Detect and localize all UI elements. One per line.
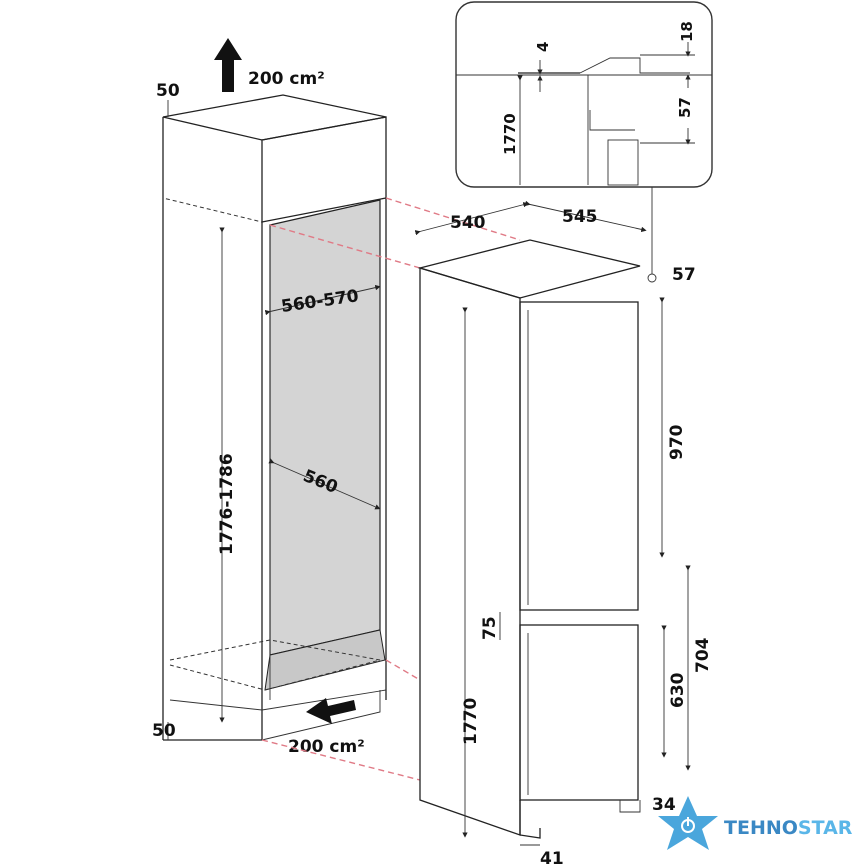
bottom-clearance-label: 50 bbox=[152, 721, 176, 741]
fridge-side bbox=[419, 267, 521, 836]
inset-top-thickness-label: 18 bbox=[678, 21, 696, 42]
lower-section-label: 704 bbox=[693, 637, 713, 673]
top-box-top bbox=[162, 94, 387, 141]
upper-door-label: 970 bbox=[667, 424, 687, 460]
bottom-vent-label: 200 cm² bbox=[288, 737, 365, 757]
total-height-label: 1770 bbox=[461, 698, 481, 745]
logo-text-part1: TEHNO bbox=[724, 817, 798, 839]
plinth-depth-label: 41 bbox=[540, 849, 564, 866]
detail-inset: 4 18 57 1770 bbox=[455, 1, 713, 188]
inset-height-label: 1770 bbox=[501, 113, 519, 155]
refrigerator: 540 545 57 970 75 1770 704 630 34 41 bbox=[414, 185, 713, 866]
top-vent-label: 200 cm² bbox=[248, 69, 325, 89]
tehnostar-logo: TEHNOSTAR bbox=[658, 796, 853, 850]
top-offset-label: 57 bbox=[672, 265, 696, 285]
door-gap-label: 75 bbox=[480, 616, 500, 640]
vent-arrow-up-icon bbox=[214, 38, 242, 92]
lower-door-label: 630 bbox=[668, 672, 688, 708]
niche-height-label: 1776-1786 bbox=[217, 453, 237, 555]
top-clearance-label: 50 bbox=[156, 81, 180, 101]
svg-text:TEHNOSTAR: TEHNOSTAR bbox=[724, 817, 853, 839]
inset-gap-label: 4 bbox=[534, 42, 552, 52]
fridge-top bbox=[417, 239, 641, 299]
fridge-depth-label: 540 bbox=[450, 213, 486, 233]
cabinet-niche: 50 200 cm² 50 200 cm² 1776-1786 560-570 … bbox=[152, 38, 387, 757]
vent-arrow-left-icon bbox=[306, 698, 356, 724]
fridge-width-label: 545 bbox=[562, 207, 598, 227]
niche-back-wall bbox=[269, 199, 381, 656]
upper-door bbox=[519, 301, 639, 611]
inset-offset-label: 57 bbox=[676, 97, 694, 118]
logo-text-part2: STAR bbox=[798, 817, 853, 839]
bottom-offset-label: 34 bbox=[652, 795, 676, 815]
lower-door bbox=[519, 624, 639, 801]
niche-floor bbox=[264, 629, 386, 691]
